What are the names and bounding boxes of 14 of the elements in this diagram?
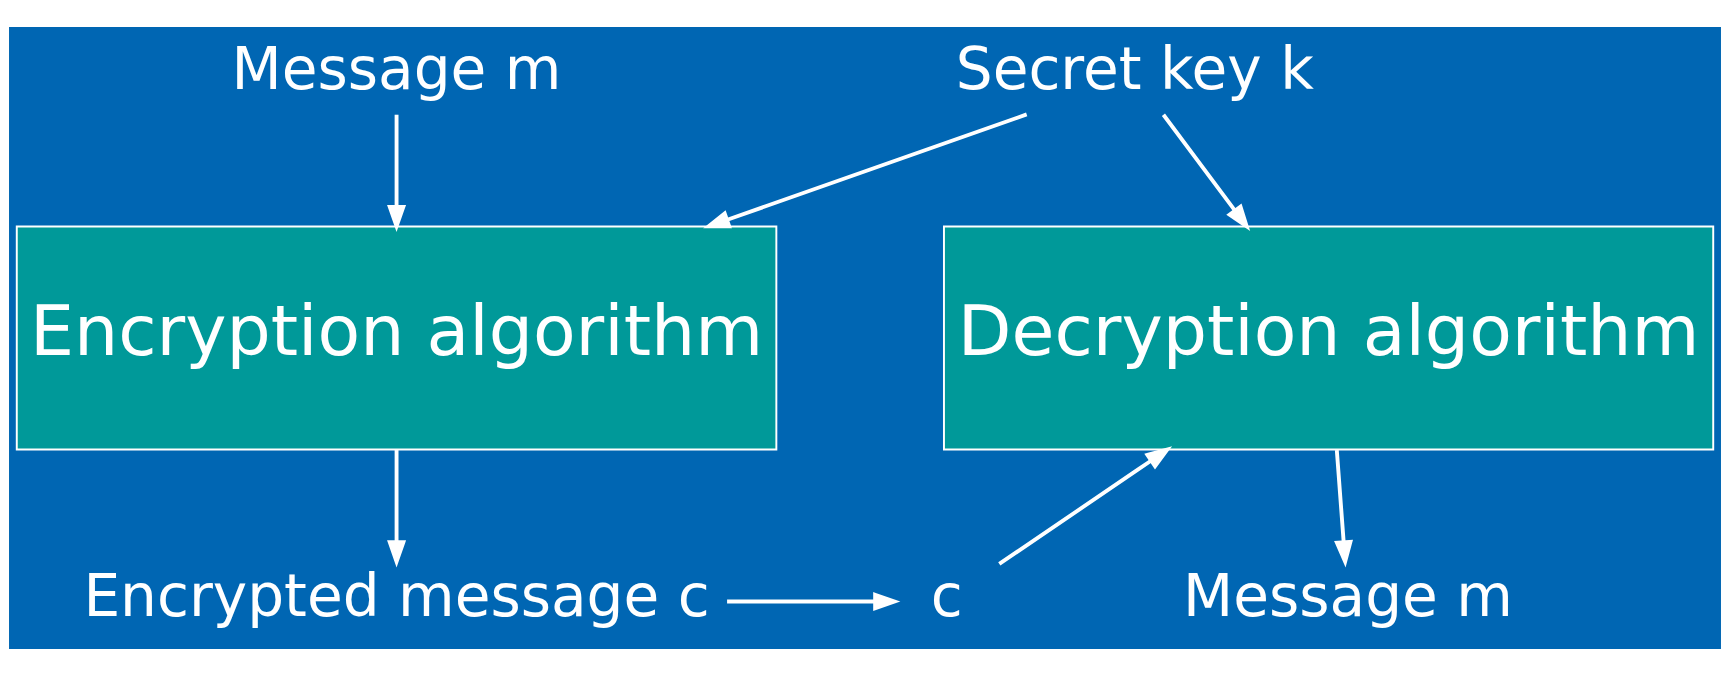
- node-text: c: [930, 561, 963, 630]
- node-text: Message m: [231, 34, 562, 103]
- arrow: [1161, 113, 1251, 231]
- arrow: [998, 445, 1173, 566]
- arrow: [703, 112, 1028, 228]
- node-text: Encrypted message c: [83, 561, 710, 630]
- node-text: Secret key k: [955, 34, 1314, 103]
- node-text: Message m: [1183, 561, 1513, 630]
- arrow: [727, 591, 901, 611]
- node-box: Decryption algorithm: [943, 225, 1715, 450]
- arrow: [1334, 449, 1354, 567]
- arrow: [387, 114, 407, 232]
- node-box: Encryption algorithm: [15, 225, 778, 450]
- arrow: [387, 449, 407, 567]
